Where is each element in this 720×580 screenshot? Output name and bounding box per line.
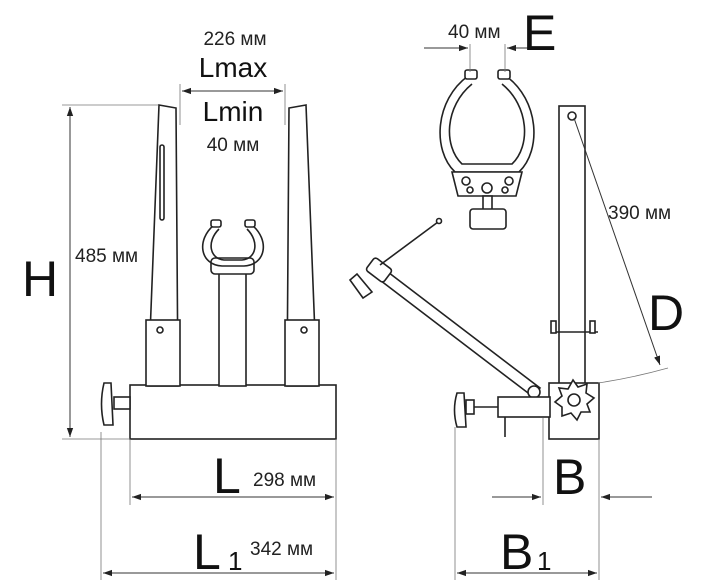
b-label: B bbox=[553, 449, 586, 505]
side-upright bbox=[558, 105, 586, 387]
lmax-label: Lmax bbox=[199, 52, 267, 83]
h-label: H bbox=[22, 251, 58, 307]
b1-label: B bbox=[500, 524, 533, 580]
front-left-arm-slot bbox=[159, 144, 165, 221]
b1-subscript: 1 bbox=[537, 546, 551, 576]
side-view bbox=[348, 69, 600, 440]
front-gauge-arc bbox=[201, 224, 265, 267]
side-dimensions bbox=[424, 44, 669, 580]
front-left-arm-bracket bbox=[145, 319, 181, 387]
front-base bbox=[129, 384, 337, 440]
l-label: L bbox=[213, 448, 241, 504]
side-gauge-arm-knob bbox=[348, 272, 374, 300]
l1-value-label: 342 мм bbox=[250, 539, 313, 560]
dimension-labels: 226 мм Lmax Lmin 40 мм H 485 мм L 298 мм… bbox=[22, 5, 684, 580]
side-gauge-head bbox=[439, 75, 535, 173]
front-dimensions bbox=[62, 84, 337, 580]
e-label: E bbox=[523, 5, 556, 61]
l-value-label: 298 мм bbox=[253, 470, 316, 491]
front-view bbox=[100, 104, 337, 440]
d-label: D bbox=[648, 285, 684, 341]
side-probe-wire bbox=[379, 221, 439, 266]
side-gauge-head-knob bbox=[469, 208, 507, 230]
side-bottom-knob bbox=[453, 392, 467, 428]
h-value-label: 485 мм bbox=[75, 246, 138, 267]
l1-subscript: 1 bbox=[228, 546, 242, 576]
d-value-label: 390 мм bbox=[608, 203, 671, 224]
lmax-value-label: 226 мм bbox=[203, 29, 266, 50]
e-value-label: 40 мм bbox=[448, 22, 501, 43]
lmin-value-label: 40 мм bbox=[207, 135, 260, 156]
front-center-post bbox=[218, 269, 247, 387]
l1-label: L bbox=[193, 524, 221, 580]
front-side-knob bbox=[100, 382, 114, 426]
lmin-label: Lmin bbox=[203, 96, 264, 127]
side-gauge-arm bbox=[370, 264, 542, 398]
